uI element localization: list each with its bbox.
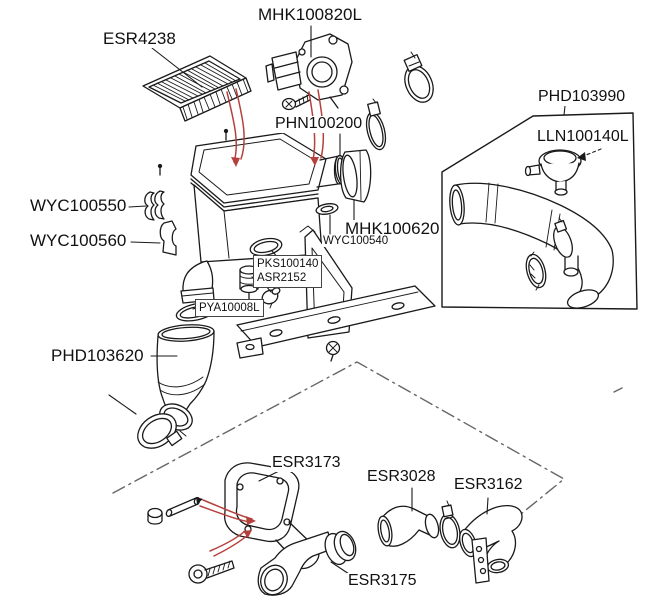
part-label-mhk100820l: MHK100820L [257, 5, 363, 24]
grommet-drawing [315, 203, 339, 215]
oval-seal-drawing [249, 237, 283, 257]
intake-adapter-drawing [339, 98, 387, 203]
part-label-esr3173: ESR3173 [271, 454, 342, 472]
bolt-drawing [188, 560, 235, 584]
part-label-group-pks-asr: PKS100140 ASR2152 [253, 255, 323, 288]
inset-box-drawing [441, 112, 638, 310]
air-filter-drawing [142, 55, 252, 122]
insertion-arrows [199, 88, 325, 557]
spacer-drawing [147, 507, 163, 525]
part-label-esr4238: ESR4238 [102, 29, 177, 48]
part-label-esr3162: ESR3162 [453, 476, 524, 494]
part-label-wyc100550: WYC100550 [29, 196, 128, 215]
middle-hose-drawing [377, 500, 461, 549]
part-label-asr2152: ASR2152 [257, 272, 307, 285]
elbow-hose-drawing [257, 530, 357, 596]
part-label-lln100140l: LLN100140L [536, 128, 630, 146]
mounting-bracket-drawing [236, 225, 436, 362]
clip-upper-drawing [144, 190, 165, 221]
pin-drawing [165, 496, 203, 518]
breather-valve-drawing [524, 149, 582, 196]
part-label-esr3028: ESR3028 [366, 468, 437, 486]
intake-hose-drawing [449, 182, 614, 309]
flange-drawing [223, 462, 320, 570]
clip-lower-drawing [159, 220, 177, 256]
part-label-pks100140: PKS100140 [257, 258, 319, 270]
section-line [112, 361, 623, 515]
tee-pipe-drawing [459, 505, 523, 584]
part-label-phn100200: PHN100200 [274, 115, 364, 133]
part-label-phd103990: PHD103990 [537, 88, 627, 106]
part-label-wyc100560: WYC100560 [29, 231, 128, 250]
part-label-mhk100620: MHK100620 [344, 219, 441, 238]
sensor-drawing [265, 33, 353, 109]
part-label-box-pya10008l: PYA10008L [195, 299, 264, 318]
hose-clamp-top-drawing [403, 51, 434, 103]
drain-valve-drawing [259, 287, 281, 309]
part-label-esr3175: ESR3175 [347, 572, 418, 590]
sensor-screw-drawing [281, 94, 311, 111]
outlet-hose-drawing [137, 324, 215, 449]
part-label-phd103620: PHD103620 [50, 346, 145, 365]
part-label-pya10008l: PYA10008L [199, 302, 260, 314]
part-label-wyc100540: WYC100540 [322, 235, 390, 248]
air-box-drawing [157, 128, 345, 304]
